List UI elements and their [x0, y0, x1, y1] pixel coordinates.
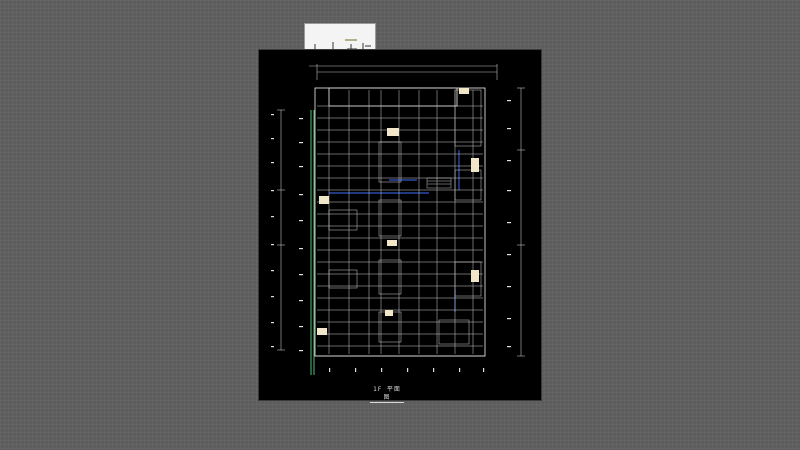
- tick-mark: [271, 114, 274, 116]
- fixture-block: [471, 158, 479, 172]
- fixture-block: [387, 240, 397, 246]
- interior-walls: [317, 89, 483, 354]
- annotation-ticks: [271, 100, 511, 372]
- fixture-block: [387, 128, 399, 136]
- tick-mark: [507, 100, 511, 102]
- tick-mark: [299, 118, 303, 120]
- tick-mark: [271, 190, 274, 192]
- fixture-block: [317, 328, 327, 335]
- tick-mark: [271, 296, 274, 298]
- room-box: [378, 311, 402, 343]
- tick-mark: [433, 368, 435, 372]
- hatched-block: [426, 177, 452, 189]
- tick-mark: [507, 190, 511, 192]
- right-dimension-line: [517, 87, 525, 357]
- tick-mark: [507, 286, 511, 288]
- tick-mark: [271, 216, 274, 218]
- tick-mark: [271, 138, 274, 140]
- tick-mark: [299, 248, 303, 250]
- tick-mark: [507, 222, 511, 224]
- tick-mark: [507, 318, 511, 320]
- room-box: [454, 261, 482, 297]
- tick-mark: [407, 368, 409, 372]
- room-box: [378, 199, 402, 237]
- fixture-block: [319, 196, 329, 204]
- tick-mark: [299, 350, 303, 352]
- room-box: [438, 319, 470, 345]
- pipe-lines: [329, 150, 460, 312]
- tick-mark: [299, 166, 303, 168]
- drawing-sheet[interactable]: [259, 50, 541, 400]
- tick-mark: [271, 270, 274, 272]
- tick-mark: [459, 368, 461, 372]
- tick-mark: [271, 162, 274, 164]
- fixture-blocks: [317, 88, 479, 335]
- tick-mark: [299, 220, 303, 222]
- tick-mark: [271, 322, 274, 324]
- room-box: [378, 259, 402, 295]
- tick-mark: [271, 244, 274, 246]
- tick-mark: [507, 160, 511, 162]
- top-dimension-line: [309, 64, 498, 80]
- room-box: [378, 141, 402, 183]
- tick-mark: [299, 274, 303, 276]
- room-box: [328, 269, 358, 289]
- tick-mark: [507, 128, 511, 130]
- drawing-title-label: 1F 平面图: [370, 386, 404, 403]
- tick-mark: [299, 300, 303, 302]
- tick-mark: [299, 142, 303, 144]
- fixture-block: [459, 88, 469, 94]
- left-dimension-line: [277, 109, 285, 351]
- tick-mark: [299, 194, 303, 196]
- tick-mark: [355, 368, 357, 372]
- room-box: [454, 169, 482, 201]
- tick-mark: [483, 368, 485, 372]
- tick-mark: [329, 368, 331, 372]
- tick-mark: [381, 368, 383, 372]
- corridor-line: [310, 110, 315, 375]
- tick-mark: [299, 326, 303, 328]
- thumbnail-preview[interactable]: [305, 24, 375, 60]
- tick-mark: [507, 254, 511, 256]
- room-box: [328, 209, 358, 231]
- tick-mark: [507, 346, 511, 348]
- fixture-block: [385, 310, 393, 316]
- floor-plan-drawing: [271, 64, 525, 375]
- building-outline: [314, 87, 486, 357]
- tick-mark: [271, 346, 274, 348]
- fixture-block: [471, 270, 479, 282]
